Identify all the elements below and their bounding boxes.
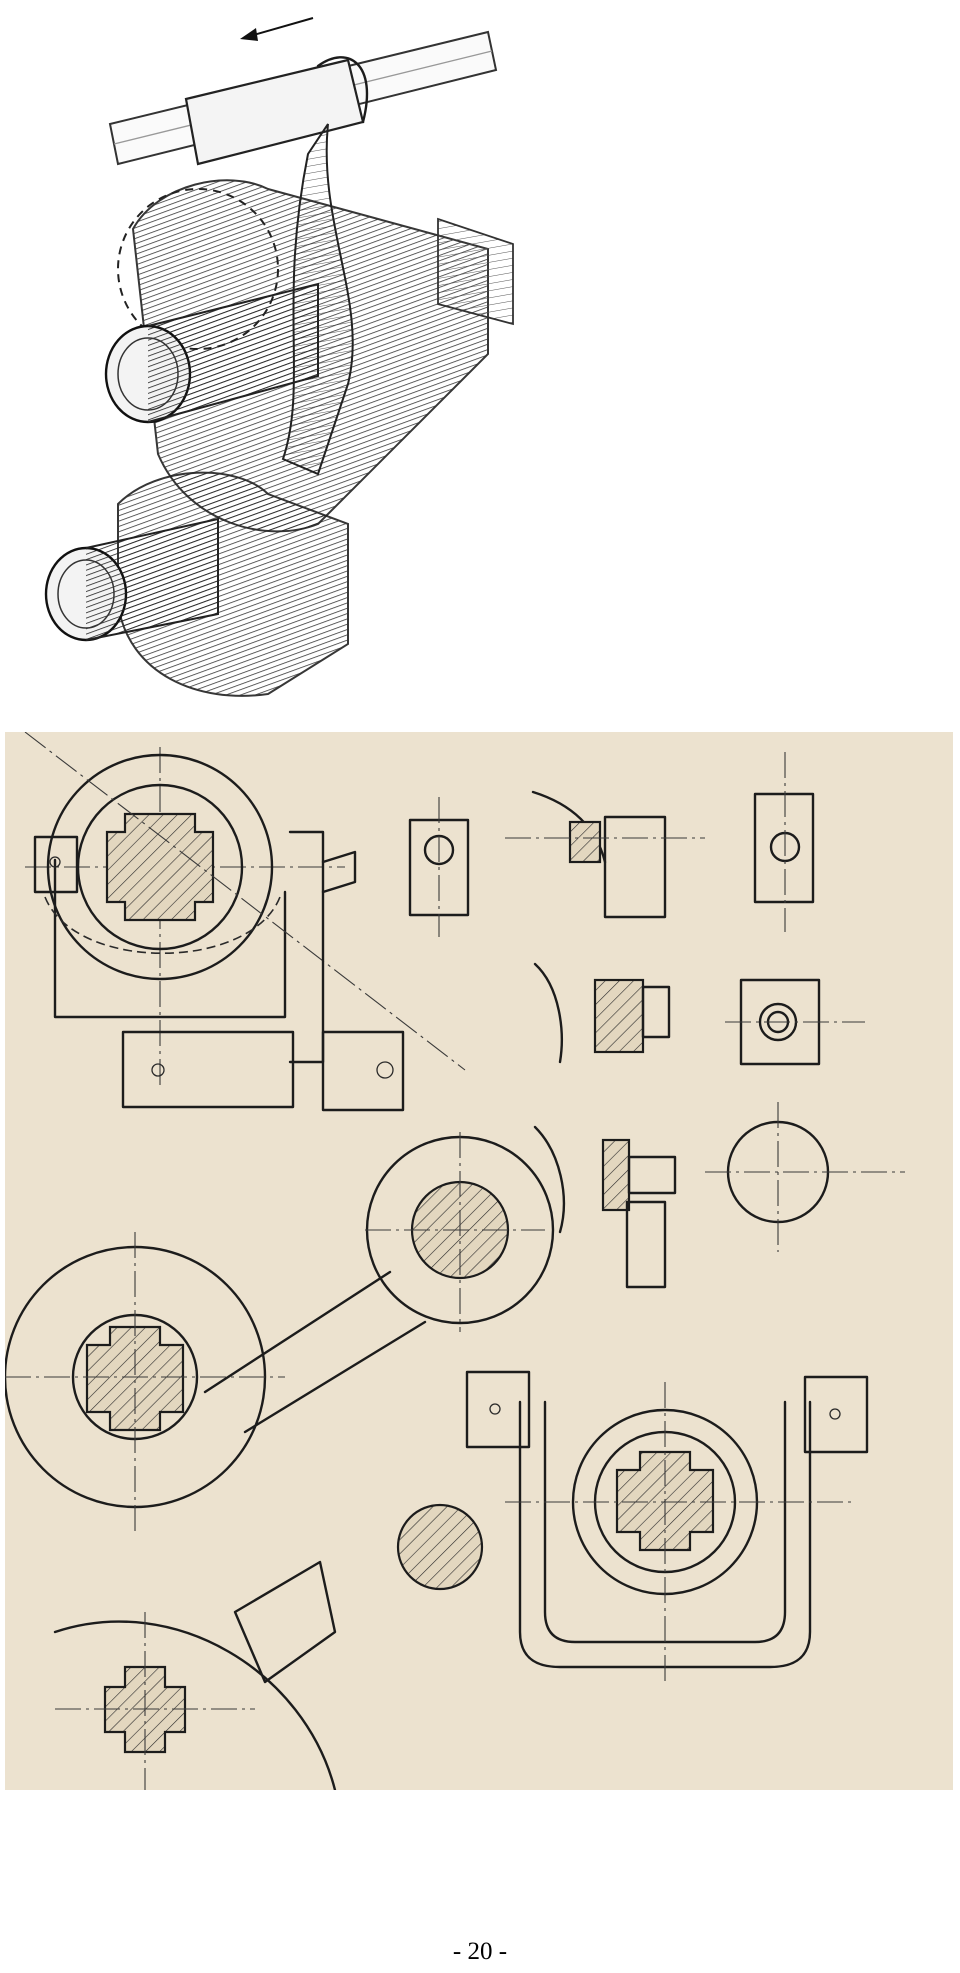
fork-view-a	[24, 732, 466, 1112]
fork-view-c	[465, 1370, 869, 1682]
page-number: - 20 -	[452, 1938, 508, 1965]
shift-fork-drawing-figure	[5, 732, 953, 1790]
fork-view-d	[53, 1503, 484, 1790]
upper-splined-shaft	[104, 282, 319, 424]
fork-view-b	[5, 1132, 555, 1532]
shift-rod	[108, 30, 498, 166]
gear-shift-sketch-figure	[44, 17, 514, 697]
lower-splined-shaft	[44, 517, 219, 642]
direction-arrow	[240, 17, 314, 41]
detail-views-top	[408, 752, 905, 1289]
